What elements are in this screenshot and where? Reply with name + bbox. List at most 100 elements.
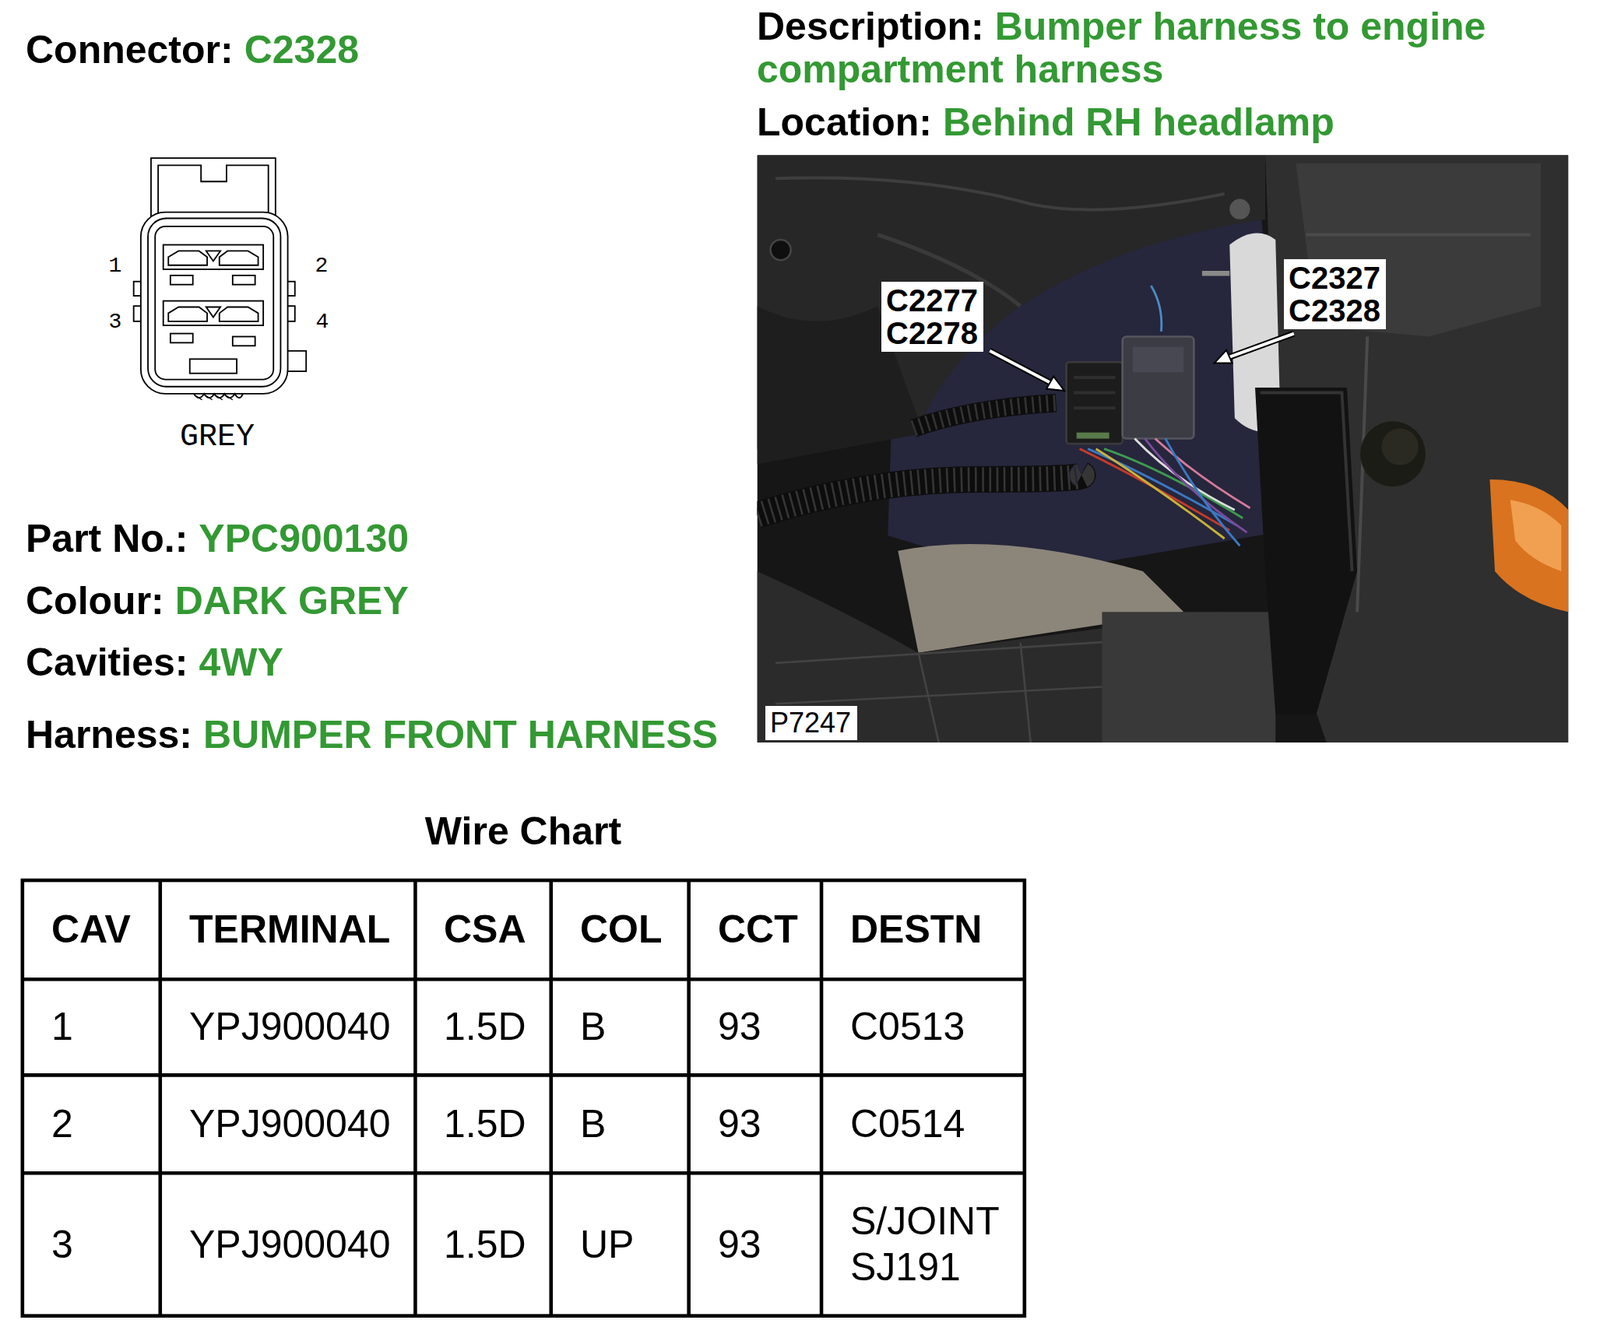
- cell-text: 93: [717, 1101, 762, 1148]
- location-photo: [756, 474, 1083, 515]
- connector-drawing: [219, 306, 259, 321]
- column-heading: DESTN: [850, 907, 982, 953]
- connector-drawing: [232, 275, 256, 285]
- location-photo: [1122, 336, 1195, 439]
- table-grid: [548, 880, 553, 1317]
- field-label: Description:: [756, 4, 985, 49]
- connector-colour-label: GREY: [179, 421, 255, 454]
- field-value: C2328: [244, 28, 359, 72]
- table-header-cell: TERMINAL: [160, 880, 415, 980]
- connector-drawing: [170, 275, 194, 285]
- field-label: Colour:: [25, 579, 165, 623]
- location-photo: [1150, 285, 1161, 332]
- location-photo: [1202, 270, 1230, 277]
- table-cell: S/JOINT SJ191: [821, 1173, 1025, 1317]
- table-grid: [686, 880, 691, 1317]
- connector-drawing: [133, 158, 306, 401]
- cell-text: YPJ900040: [189, 1004, 391, 1051]
- location-photo: [770, 239, 792, 261]
- table-cell: YPJ900040: [160, 979, 415, 1076]
- connector-drawing: [189, 358, 237, 373]
- location-photo: [756, 154, 1569, 743]
- connector-drawing: [163, 301, 264, 326]
- table-grid: [158, 880, 162, 1317]
- field-label: Location:: [756, 100, 932, 145]
- callout-text: C2327 C2328: [1288, 261, 1381, 328]
- field-row: Location:Behind RH headlamp: [756, 98, 1335, 146]
- column-heading: CAV: [51, 907, 131, 953]
- cell-text: 93: [717, 1222, 762, 1269]
- table-cell: 1.5D: [414, 1173, 552, 1317]
- table-header-cell: CSA: [414, 880, 552, 980]
- pin-number: 1: [109, 255, 123, 278]
- column-heading: COL: [580, 907, 663, 953]
- table-grid: [22, 880, 1025, 1317]
- callout-box: P7247: [765, 706, 858, 741]
- cell-text: B: [580, 1101, 606, 1148]
- location-photo: [1104, 449, 1243, 519]
- field-value: DARK GREY: [175, 579, 409, 623]
- location-photo: [913, 403, 1056, 430]
- pin-number: 4: [316, 311, 330, 334]
- column-heading: CSA: [443, 907, 527, 953]
- location-photo: [1066, 362, 1123, 444]
- table-grid: [413, 880, 418, 1317]
- field-row: Description:Bumper harness to engine com…: [756, 5, 1583, 92]
- table-grid: [819, 880, 824, 1317]
- table-cell: YPJ900040: [160, 1173, 415, 1317]
- cell-text: 1.5D: [443, 1004, 527, 1051]
- field-label: Cavities:: [25, 640, 188, 685]
- connector-drawing: [285, 351, 306, 372]
- table-cell: 93: [689, 1173, 822, 1317]
- cell-text: 1.5D: [443, 1222, 527, 1269]
- location-photo: [1360, 421, 1426, 487]
- location-photo: [1381, 428, 1419, 465]
- leader-arrow: [1046, 376, 1065, 391]
- location-photo: [756, 474, 1083, 515]
- table-header-cell: CCT: [689, 880, 822, 980]
- table-cell: UP: [551, 1173, 690, 1317]
- connector-drawing: [196, 396, 233, 401]
- connector-drawing: [151, 158, 276, 217]
- table-cell: YPJ900040: [160, 1075, 415, 1174]
- leader-arrow: [1229, 334, 1295, 358]
- pin-number: 3: [109, 311, 123, 334]
- location-photo: [1255, 387, 1358, 714]
- table-cell: C0513: [821, 979, 1025, 1076]
- field-value: BUMPER FRONT HARNESS: [203, 713, 718, 757]
- field-label: Part No.:: [25, 516, 188, 561]
- cell-text: YPJ900040: [189, 1222, 391, 1269]
- table-header-cell: CAV: [22, 880, 161, 980]
- location-photo: [1134, 439, 1235, 511]
- table-cell: 1.5D: [414, 1075, 552, 1174]
- field-label: Harness:: [25, 713, 193, 757]
- location-photo: [1144, 439, 1247, 534]
- connector-drawing: [168, 250, 208, 265]
- cell-text: UP: [580, 1222, 634, 1269]
- location-photo: [756, 571, 1276, 743]
- table-cell: 2: [22, 1075, 161, 1174]
- table-title: Wire Chart: [425, 808, 622, 855]
- table-cell: 1: [22, 979, 161, 1076]
- location-photo: [756, 154, 1569, 743]
- location-photo: [1073, 377, 1116, 408]
- connector-drawing: [219, 250, 259, 265]
- table-cell: 93: [689, 979, 822, 1076]
- column-heading: CCT: [717, 907, 799, 953]
- table-grid: [22, 880, 1025, 1317]
- location-photo: [1510, 499, 1562, 572]
- connector-drawing: [206, 306, 221, 317]
- leader-arrow: [1229, 334, 1295, 358]
- location-photo: [1489, 479, 1569, 612]
- table-grid: [22, 1073, 1025, 1078]
- callout-text: C2277 C2278: [886, 284, 978, 350]
- location-photo: [1079, 449, 1231, 531]
- connector-drawing: [163, 245, 264, 270]
- field-value: Behind RH headlamp: [942, 100, 1335, 145]
- table-cell: B: [551, 1075, 690, 1174]
- table-cell: 93: [689, 1075, 822, 1174]
- connector-drawing: [232, 336, 256, 346]
- table-header-cell: DESTN: [821, 880, 1025, 980]
- field-label: Connector:: [25, 28, 234, 72]
